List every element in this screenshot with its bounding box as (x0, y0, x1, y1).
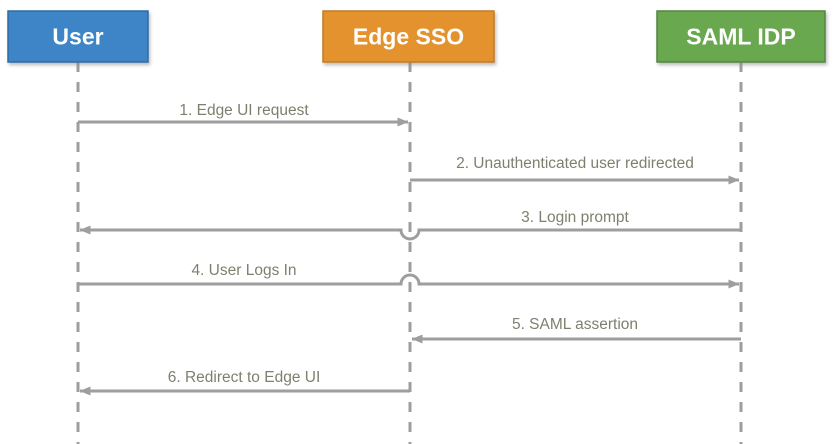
message-arrow-3 (79, 225, 741, 241)
message-3: 3. Login prompt (79, 209, 741, 241)
message-label-1: 1. Edge UI request (179, 102, 309, 119)
lifelines-group (76, 62, 743, 444)
message-label-6: 6. Redirect to Edge UI (168, 369, 321, 386)
participant-box-saml-idp[interactable] (656, 10, 826, 63)
participant-saml-idp[interactable]: SAML IDP (656, 10, 826, 63)
participant-edge-sso[interactable]: Edge SSO (322, 10, 495, 63)
participants-group: User Edge SSO SAML IDP (7, 10, 826, 63)
message-5: 5. SAML assertion (411, 316, 741, 344)
message-1: 1. Edge UI request (78, 102, 409, 127)
participant-label-saml-idp: SAML IDP (686, 24, 795, 50)
message-2: 2. Unauthenticated user redirected (410, 155, 740, 185)
participant-box-user[interactable] (7, 10, 149, 63)
participant-user[interactable]: User (7, 10, 149, 63)
participant-label-edge-sso: Edge SSO (353, 24, 464, 50)
message-label-2: 2. Unauthenticated user redirected (456, 155, 694, 172)
message-label-4: 4. User Logs In (191, 262, 296, 279)
message-arrow-4 (78, 273, 740, 289)
message-label-5: 5. SAML assertion (512, 316, 638, 333)
messages-group: 1. Edge UI request 2. Unauthenticated use… (78, 102, 741, 396)
message-label-3: 3. Login prompt (521, 209, 629, 226)
message-4: 4. User Logs In (78, 262, 740, 289)
participant-box-edge-sso[interactable] (322, 10, 495, 63)
participant-label-user: User (52, 24, 103, 50)
message-6: 6. Redirect to Edge UI (79, 369, 410, 396)
